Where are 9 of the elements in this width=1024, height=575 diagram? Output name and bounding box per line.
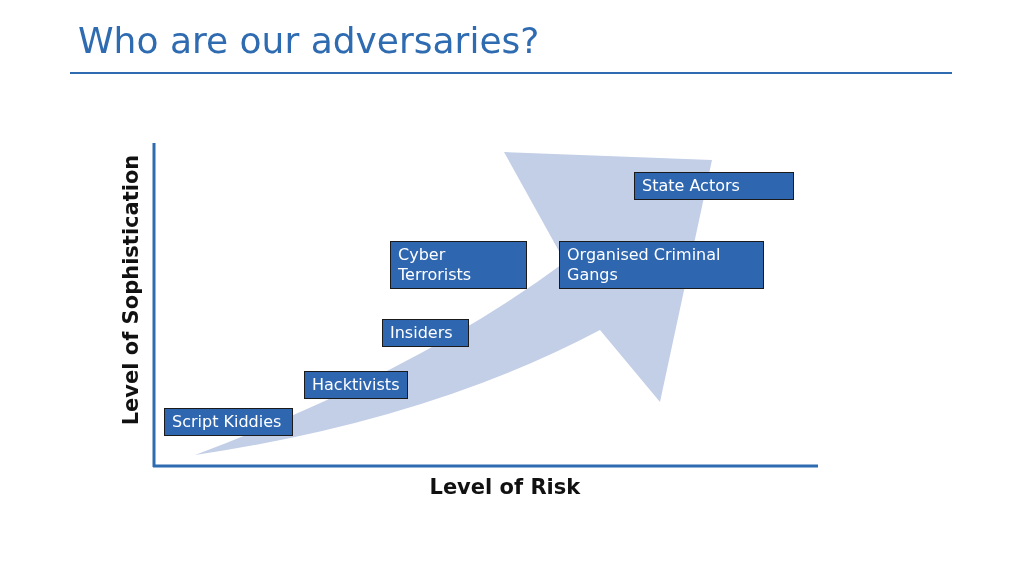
category-box: Hacktivists [304,371,408,399]
category-box: Organised Criminal Gangs [559,241,764,289]
category-box: Insiders [382,319,469,347]
category-box: Cyber Terrorists [390,241,527,289]
slide-title: Who are our adversaries? [78,20,540,61]
category-box: State Actors [634,172,794,200]
category-box: Script Kiddies [164,408,293,436]
axis-title: Level of Sophistication [118,154,143,426]
axis-title: Level of Risk [429,475,581,499]
